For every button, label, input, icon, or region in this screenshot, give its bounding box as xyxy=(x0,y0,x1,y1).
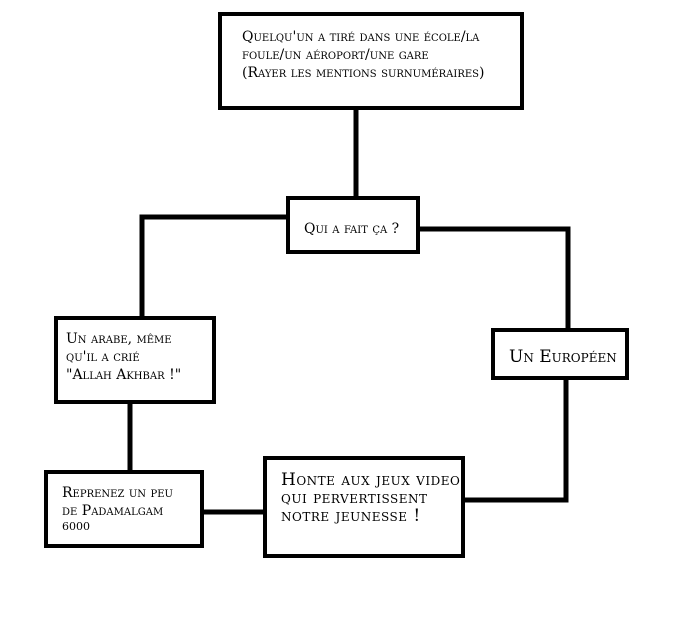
event-box: Quelqu'un a tiré dans une école/la foule… xyxy=(218,12,524,110)
question-box: Qui a fait ça ? xyxy=(286,196,420,254)
shame-line-3: notre jeunesse ! xyxy=(281,505,421,526)
event-line-1: Quelqu'un a tiré dans une école/la xyxy=(242,29,480,45)
connector-question-european xyxy=(418,226,571,330)
event-line-2: foule/un aéroport/une gare xyxy=(242,47,429,64)
padamalgam-line-2: de Padamalgam xyxy=(62,503,164,520)
padamalgam-line-1: Reprenez un peu xyxy=(62,485,173,501)
question-text: Qui a fait ça ? xyxy=(304,221,400,237)
padamalgam-dose: 6000 xyxy=(62,520,90,534)
connector-european-shame xyxy=(463,378,569,503)
european-text: Un Européen xyxy=(509,347,617,367)
shame-line-2: qui pervertissent xyxy=(281,487,428,508)
shame-line-1: Honte aux jeux video xyxy=(281,470,461,490)
arab-box: Un arabe, même qu'il a crié "Allah Akhba… xyxy=(54,316,216,404)
arab-line-1: Un arabe, même xyxy=(66,331,172,347)
arab-line-3: "Allah Akhbar !" xyxy=(66,367,182,384)
european-box: Un Européen xyxy=(491,328,629,380)
padamalgam-box: Reprenez un peu de Padamalgam 6000 xyxy=(44,470,204,548)
event-line-3: (Rayer les mentions surnuméraires) xyxy=(242,65,485,82)
arab-line-2: qu'il a crié xyxy=(66,349,140,366)
shame-box: Honte aux jeux video qui pervertissent n… xyxy=(263,456,465,558)
connector-question-arab xyxy=(139,214,288,318)
